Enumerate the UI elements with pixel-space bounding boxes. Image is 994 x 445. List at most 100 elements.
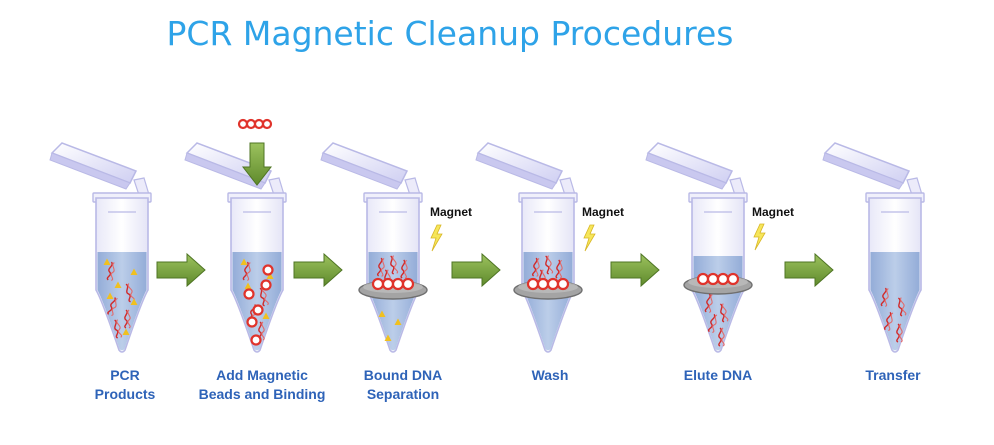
bead-icon	[696, 272, 710, 286]
tube-cap-edge	[49, 152, 131, 190]
bead-group-icon	[237, 118, 273, 130]
bead-icon	[253, 118, 265, 130]
bead-icon	[246, 316, 258, 328]
dna-icon	[106, 261, 115, 281]
lightning-icon	[753, 223, 766, 251]
tube-cap-edge	[184, 152, 266, 190]
step-label-line: Elute DNA	[683, 367, 753, 383]
tube-cap-edge	[320, 152, 402, 190]
magnet-label: Magnet	[582, 205, 624, 219]
tube-icon	[645, 142, 753, 353]
dna-icon	[555, 259, 563, 279]
lightning-icon	[583, 224, 596, 252]
bead-icon	[262, 264, 274, 276]
step-label-line: Add Magnetic	[216, 367, 308, 383]
dna-icon	[545, 255, 554, 275]
step-label-line: Transfer	[865, 367, 921, 383]
step-label-elute-dna: Elute DNA	[633, 366, 803, 385]
tube-icon	[49, 142, 152, 353]
step-label-add-beads: Add Magnetic Beads and Binding	[177, 366, 347, 404]
dna-icon	[107, 297, 118, 316]
step-label-bound-dna: Bound DNA Separation	[318, 366, 488, 404]
tube-icon	[822, 142, 925, 353]
impurity-icon	[378, 310, 386, 317]
impurity-icon	[240, 258, 248, 265]
dna-icon	[532, 257, 540, 277]
bead-icon	[371, 277, 385, 291]
process-arrow-icon	[451, 252, 501, 288]
liquid	[523, 252, 573, 351]
step-label-line: Products	[94, 386, 156, 402]
impurity-icon	[244, 282, 252, 289]
dna-icon	[242, 261, 251, 281]
bead-icon	[706, 272, 720, 286]
step-label-transfer: Transfer	[808, 366, 978, 385]
tube-icon	[475, 142, 583, 353]
impurity-icon	[106, 292, 114, 299]
impurity-icon	[394, 318, 402, 325]
impurity-icon	[122, 328, 130, 335]
bead-icon	[556, 277, 570, 291]
bead-icon	[546, 277, 560, 291]
dna-icon	[259, 287, 269, 307]
step-label-line: Bound DNA	[363, 367, 443, 383]
impurity-icon	[114, 281, 122, 288]
impurity-icon	[130, 268, 138, 275]
bead-icon	[243, 288, 255, 300]
dna-icon	[897, 297, 907, 317]
process-arrow-icon	[293, 252, 343, 288]
step-label-line: Beads and Binding	[198, 386, 326, 402]
dna-icon	[896, 323, 903, 343]
bead-icon	[726, 272, 740, 286]
step-label-line: Separation	[366, 386, 440, 402]
dna-icon	[718, 327, 725, 347]
arrows-layer	[156, 142, 834, 288]
dna-icon	[124, 309, 131, 329]
process-arrow-icon	[610, 252, 660, 288]
bead-icon	[716, 272, 730, 286]
process-arrow-icon	[784, 252, 834, 288]
dna-icon	[704, 293, 713, 313]
step-label-line: PCR	[110, 367, 140, 383]
magnet-label: Magnet	[752, 205, 794, 219]
process-arrow-icon	[156, 252, 206, 288]
dna-icon	[707, 313, 718, 333]
liquid	[97, 252, 147, 351]
bead-icon	[391, 277, 405, 291]
tube-icon	[320, 142, 428, 353]
impurity-icon	[384, 334, 392, 341]
add-beads-arrow-icon	[241, 142, 273, 186]
impurity-icon	[130, 298, 138, 305]
liquid	[870, 252, 920, 351]
diagram-title: PCR Magnetic Cleanup Procedures	[166, 14, 734, 53]
bead-icon	[250, 334, 262, 346]
lightning-icon	[430, 224, 443, 252]
impurity-icon	[103, 258, 111, 265]
bead-icon	[260, 279, 272, 291]
step-label-wash: Wash	[465, 366, 635, 385]
liquid	[368, 252, 418, 351]
dna-icon	[883, 311, 894, 331]
dna-icon	[880, 287, 889, 307]
step-label-line: Wash	[531, 367, 569, 383]
dna-icon	[114, 319, 123, 339]
bead-icon	[252, 304, 264, 316]
tube-cap-edge	[645, 152, 727, 190]
dna-icon	[377, 257, 385, 277]
impurity-icon	[266, 272, 274, 279]
bead-icon	[381, 277, 395, 291]
tubes-layer	[49, 118, 925, 353]
tube-icon	[184, 142, 287, 353]
bead-icon	[526, 277, 540, 291]
tube-cap-edge	[822, 152, 904, 190]
dna-icon	[719, 303, 729, 323]
bead-icon	[261, 118, 273, 130]
bead-icon	[237, 118, 249, 130]
step-label-pcr-products: PCR Products	[40, 366, 210, 404]
tube-cap-edge	[475, 152, 557, 190]
magnet-label: Magnet	[430, 205, 472, 219]
liquid	[693, 256, 743, 351]
bead-icon	[536, 277, 550, 291]
bead-icon	[401, 277, 415, 291]
